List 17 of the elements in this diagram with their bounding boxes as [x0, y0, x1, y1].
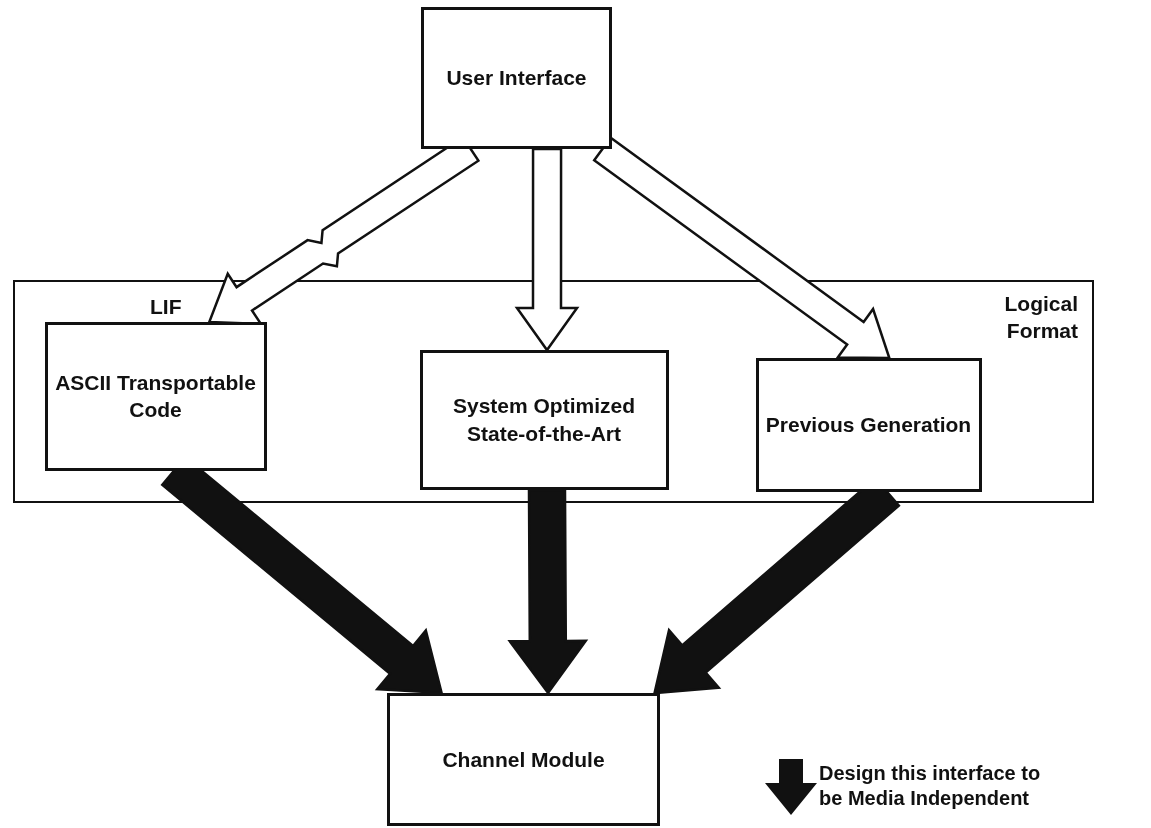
group-label: Logical Format — [1003, 291, 1078, 345]
solid-arrow — [507, 488, 589, 696]
box-label: Previous Generation — [765, 411, 972, 438]
part-label: LIF — [150, 295, 182, 319]
box-label: Channel Module — [442, 746, 605, 773]
box-label: User Interface — [446, 65, 587, 92]
legend-label: Design this interface to be Media Independent — [819, 761, 1042, 811]
process-box — [44, 321, 267, 471]
box-label: ASCII Transportable Code — [54, 369, 257, 423]
box-label: System Optimized State-of-the-Art — [451, 393, 637, 447]
group-frame — [13, 280, 1094, 503]
process-box — [419, 349, 669, 490]
hollow-arrow — [592, 135, 892, 360]
hollow-arrow — [514, 147, 580, 353]
process-box — [421, 7, 612, 149]
process-box — [387, 693, 660, 826]
process-box — [755, 357, 982, 492]
